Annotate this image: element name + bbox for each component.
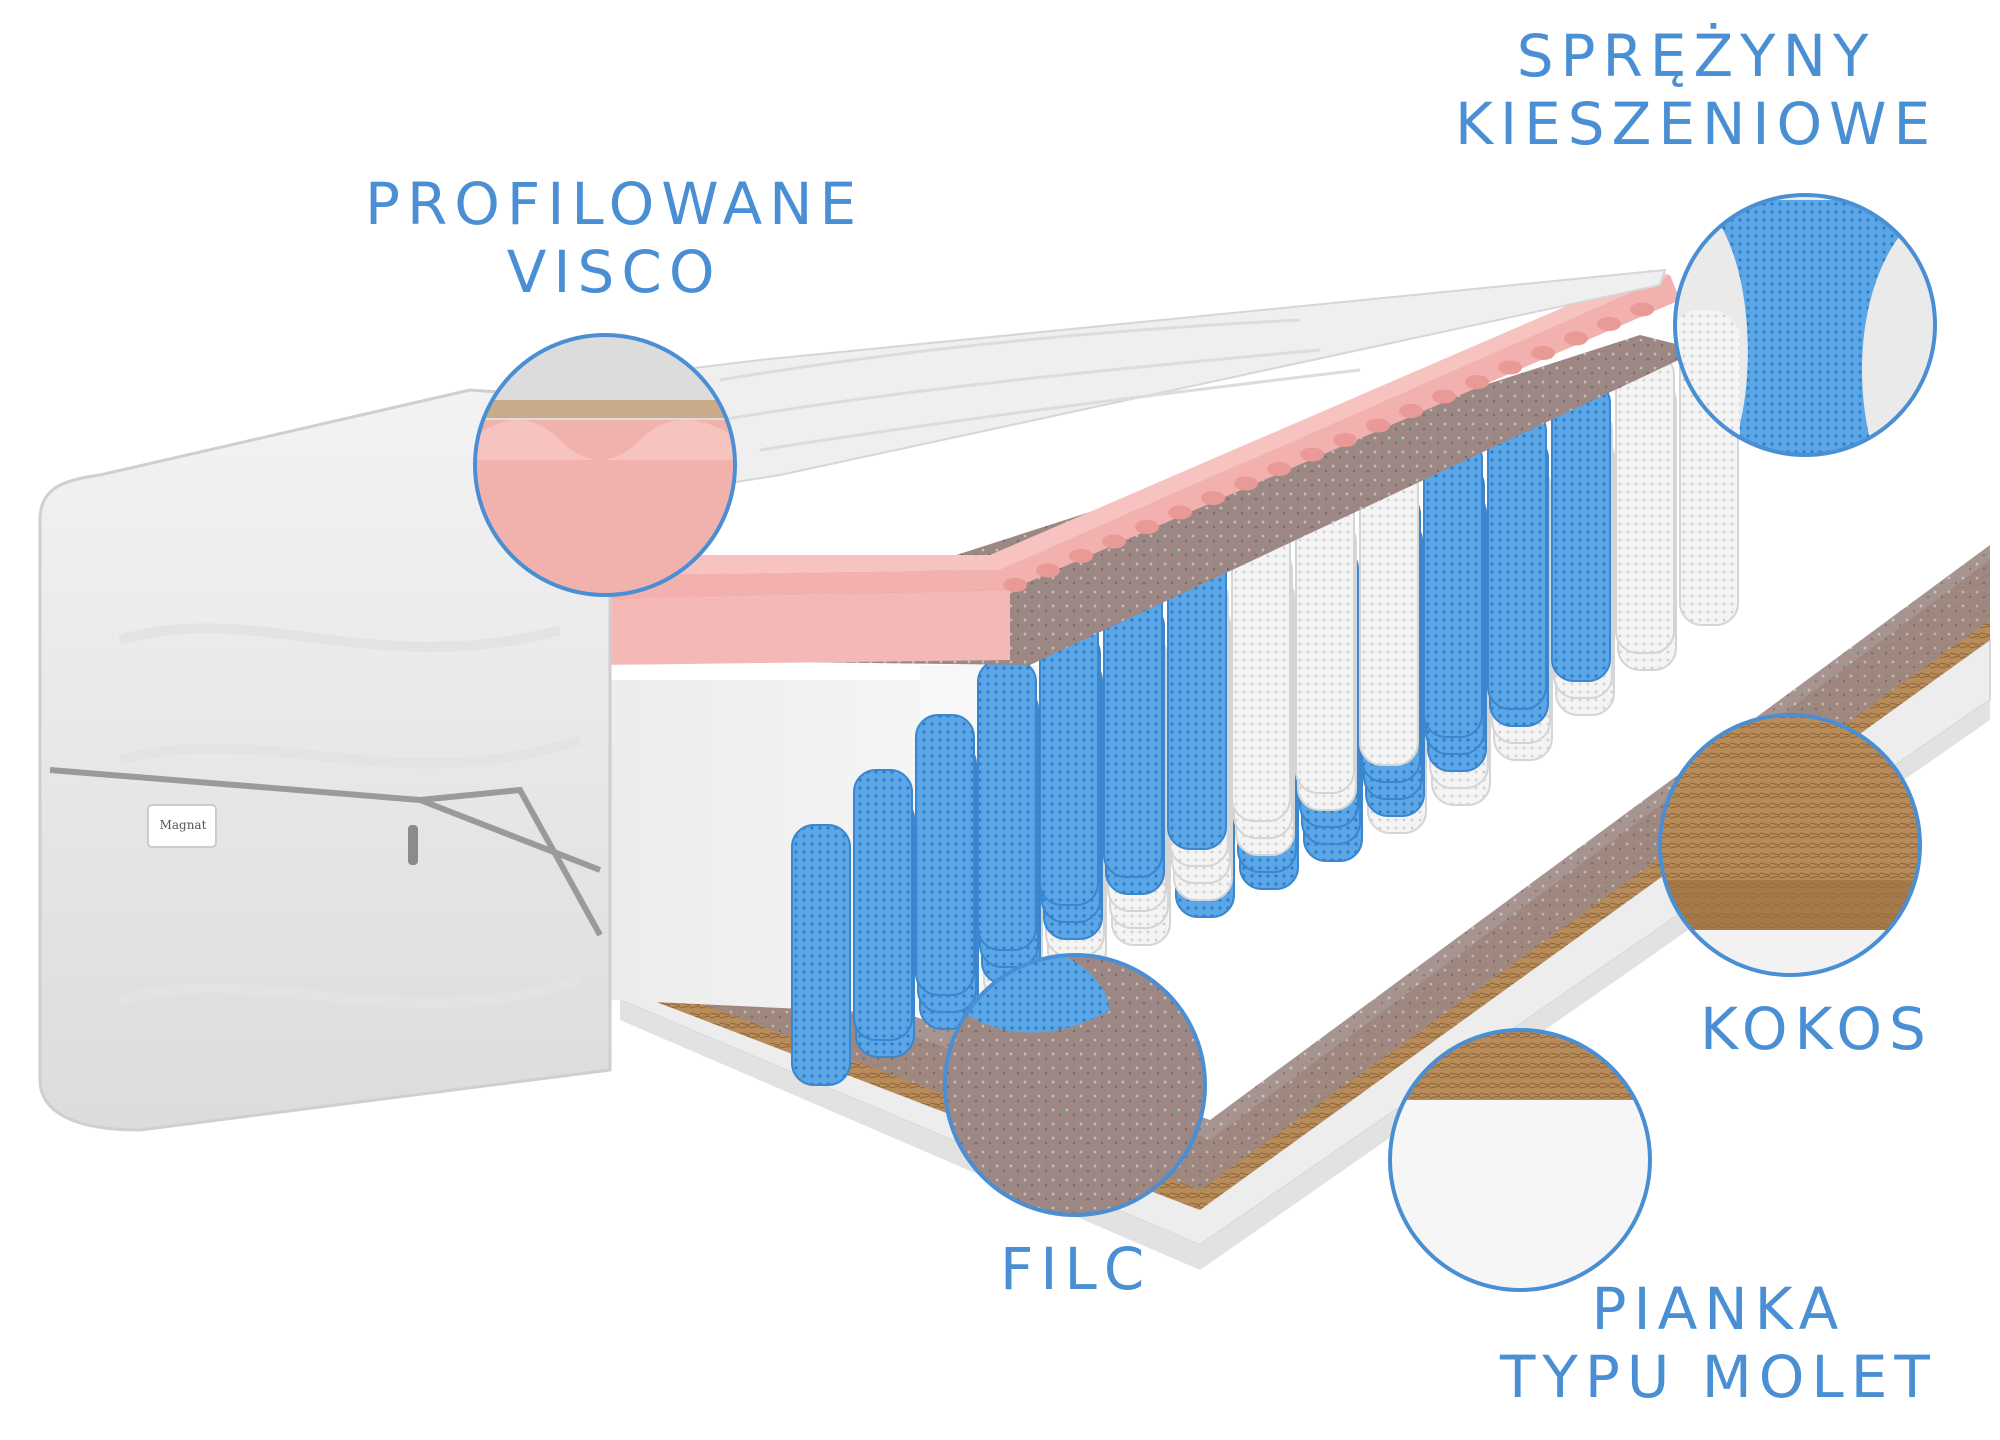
visco-profile-bump: [1234, 476, 1258, 491]
brand-tag: Magnat: [159, 818, 207, 832]
visco-circle-outline: [473, 333, 737, 597]
visco-profile-bump: [1465, 375, 1489, 389]
visco-profile-bump: [1135, 520, 1159, 534]
visco-profile-bump: [1432, 389, 1456, 404]
mattress-cover-side: [38, 388, 612, 1132]
pocket-spring: [1487, 408, 1547, 710]
pocket-spring: [1551, 380, 1611, 682]
visco-profile-bump: [1333, 433, 1357, 447]
pocket-spring: [1231, 520, 1291, 822]
visco-profile-bump: [1102, 534, 1126, 549]
pocket-spring: [1359, 464, 1419, 766]
pocket-spring: [1615, 352, 1675, 654]
pocket-spring: [977, 659, 1037, 951]
coconut-circle-outline: [1658, 713, 1922, 977]
visco-profile-bump: [1597, 317, 1621, 331]
zoom-circle-felt: [945, 955, 1205, 1215]
visco-profile-bump: [1168, 505, 1192, 520]
visco-profile-bump: [1366, 418, 1390, 433]
pocket-spring: [1423, 436, 1483, 738]
visco-profile-bump: [1069, 549, 1093, 563]
label-profiled-visco: PROFILOWANE VISCO: [365, 170, 864, 306]
foam-circle-outline: [1388, 1028, 1652, 1292]
label-molet-foam: PIANKA TYPU MOLET: [1500, 1275, 1937, 1411]
springs-circle-outline: [1673, 193, 1937, 457]
bottom-coconut-felt-layer: [625, 545, 1990, 1210]
visco-profile-bump: [1003, 578, 1027, 592]
label-felt: FILC: [1000, 1235, 1152, 1303]
pocket-spring: [791, 824, 851, 1086]
label-coconut: KOKOS: [1700, 995, 1933, 1063]
label-pocket-springs: SPRĘŻYNY KIESZENIOWE: [1455, 22, 1938, 158]
visco-profile-bump: [1531, 346, 1555, 360]
pocket-spring: [853, 769, 913, 1041]
pocket-spring: [915, 714, 975, 996]
visco-profile-bump: [1036, 563, 1060, 578]
visco-profile-bump: [1399, 404, 1423, 418]
pocket-springs: [791, 324, 1739, 1086]
visco-profile-bump: [1267, 462, 1291, 476]
visco-foam-layer: [600, 270, 1680, 665]
visco-profile-bump: [1201, 491, 1225, 505]
visco-profile-bump: [1630, 302, 1654, 317]
zoom-circle-springs: [1675, 195, 1935, 455]
felt-circle-outline: [943, 953, 1207, 1217]
visco-profile-bump: [1498, 360, 1522, 375]
zoom-circle-foam: [1390, 1030, 1650, 1290]
visco-profile-bump: [1564, 331, 1588, 346]
pocket-spring: [1295, 492, 1355, 794]
visco-profile-bump: [1300, 447, 1324, 462]
